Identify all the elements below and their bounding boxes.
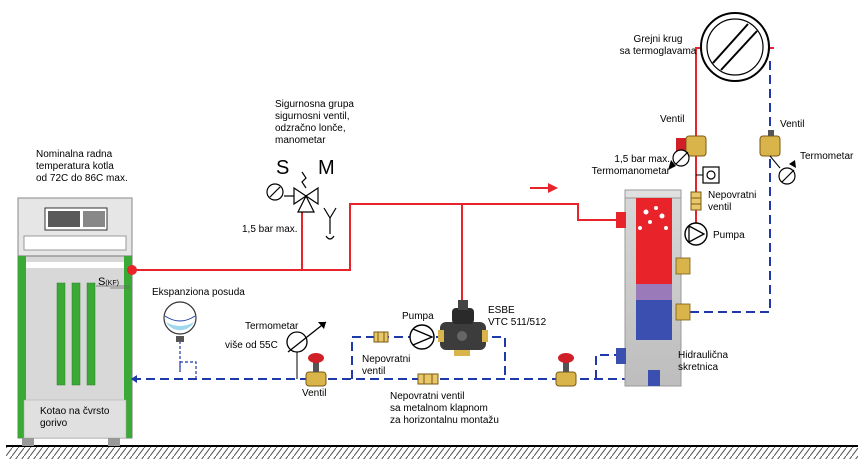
boiler-nominal-label: Nominalna radna temperatura kotla od 72C… <box>36 149 128 184</box>
sensor-s-text: S <box>98 276 106 288</box>
pump-icon <box>684 222 708 246</box>
thermometer-left-label: Termometar <box>245 321 299 332</box>
check-valve-icon <box>373 331 389 343</box>
boiler-name-label: Kotao na čvrsto gorivo <box>40 406 110 429</box>
valve-icon <box>305 353 327 387</box>
check-valve-metal-icon <box>417 373 439 385</box>
pump-right-label: Pumpa <box>713 230 745 241</box>
esbe-valve-icon <box>438 300 488 356</box>
safety-group-label: Sigurnosna grupa sigurnosni ventil, odzr… <box>275 99 354 146</box>
check-valve-metal-label: Nepovratni ventil sa metalnom klapnom za… <box>390 391 499 426</box>
hydraulic-separator <box>616 189 691 387</box>
check-valve-right-label: Nepovratni ventil <box>708 190 757 213</box>
valve-icon <box>555 353 577 387</box>
thermometer-icon <box>769 155 796 185</box>
check-valve-icon <box>690 191 702 211</box>
above-55-label: više od 55C <box>225 340 278 351</box>
valve-right-label: Ventil <box>780 119 805 130</box>
heating-circuit-label: Grejni krug sa termoglavama <box>619 34 697 57</box>
safety-icon-s: S <box>276 157 290 179</box>
sensor-kf-text: (KF) <box>105 280 119 287</box>
boiler-supply-connection <box>127 265 137 275</box>
expansion-vessel-label: Ekspanziona posuda <box>152 287 245 298</box>
boiler <box>17 197 133 446</box>
floor <box>6 445 858 459</box>
radiator-icon <box>700 12 770 82</box>
check-valve-bottom-label: Nepovratni ventil <box>362 354 411 377</box>
valve-icon <box>759 130 781 157</box>
expansion-vessel-icon <box>163 301 197 379</box>
thermomanometer-label: Termomanometar <box>591 166 670 177</box>
valve-bottom-left-label: Ventil <box>302 388 327 399</box>
flow-arrow <box>530 183 558 193</box>
supply-pipes <box>132 47 774 308</box>
valve-icon <box>668 135 707 170</box>
safety-pressure-label: 1,5 bar max. <box>242 224 298 235</box>
thermometer-right-label: Termometar <box>800 151 854 162</box>
sensor-s-label: S(KF) <box>98 276 119 290</box>
pump-icon <box>409 324 435 350</box>
thermometer-icon <box>286 321 327 379</box>
hydraulic-separator-label: Hidraulična skretnica <box>678 350 729 373</box>
thermomanometer-icon <box>696 166 720 184</box>
safety-valve-icon <box>266 171 337 240</box>
safety-icon-m: M <box>318 157 335 179</box>
thermomanometer-pressure-label: 1,5 bar max. <box>614 154 670 165</box>
pump-bottom-label: Pumpa <box>402 311 434 322</box>
valve-top-label: Ventil <box>660 114 685 125</box>
return-pipe-markers <box>131 375 137 383</box>
esbe-label: ESBE VTC 511/512 <box>488 305 547 328</box>
